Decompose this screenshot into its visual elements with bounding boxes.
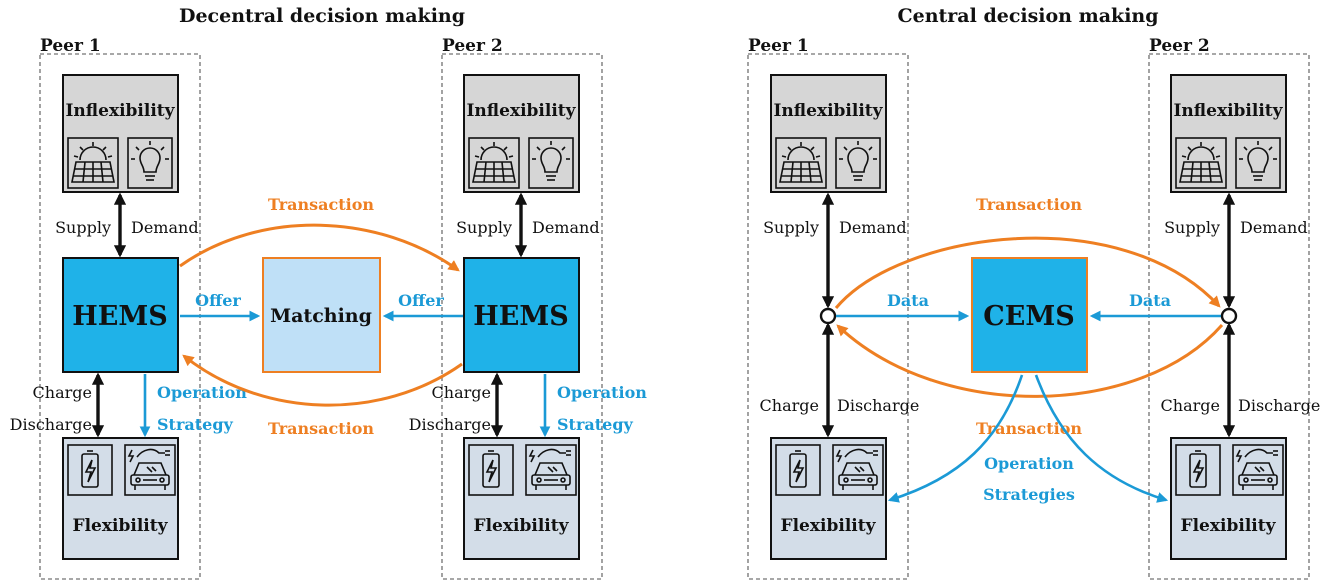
operation-strategy-arrow-peer1 xyxy=(887,374,1024,503)
peer1-flexibility-box xyxy=(62,437,179,560)
peer2-supply-label: Supply xyxy=(1164,218,1220,237)
peer1-label: Peer 1 xyxy=(40,36,101,56)
peer1-hems-label: HEMS xyxy=(72,301,167,332)
peer1-strategy-label: Strategy xyxy=(157,415,234,434)
peer1-demand-label: Demand xyxy=(839,218,907,237)
decentral-title: Decentral decision making xyxy=(179,5,465,27)
transaction-arrow-bottom xyxy=(182,354,463,407)
peer1-node xyxy=(819,307,837,325)
peer2-inflexibility-label: Inflexibility xyxy=(466,101,576,121)
peer1-flexibility-box xyxy=(770,437,887,560)
peer2-inflexibility-box xyxy=(1170,74,1287,193)
matching-label: Matching xyxy=(270,305,372,327)
peer1-inflexibility-box xyxy=(62,74,179,193)
peer1-discharge-label: Discharge xyxy=(837,396,919,415)
peer2-inflexibility-box xyxy=(463,74,580,193)
peer2-operation-label: Operation xyxy=(557,383,647,402)
peer2-hems-box xyxy=(463,257,580,373)
central-title: Central decision making xyxy=(897,5,1158,27)
peer2-flexibility-label: Flexibility xyxy=(474,516,570,536)
peer1-supply-label: Supply xyxy=(763,218,819,237)
transaction-label-bottom: Transaction xyxy=(268,419,374,438)
peer2-label: Peer 2 xyxy=(1149,36,1210,56)
peer2-flexibility-box xyxy=(1170,437,1287,560)
peer2-discharge-label: Discharge xyxy=(1238,396,1320,415)
decentral-panel: Decentral decision making Peer 1 Peer 2 … xyxy=(10,5,647,580)
peer2-data-label: Data xyxy=(1129,291,1171,310)
matching-box xyxy=(262,257,381,373)
transaction-arrow-top xyxy=(179,223,460,272)
cems-box xyxy=(971,257,1088,373)
peer1-charge-label: Charge xyxy=(33,383,92,402)
operation-label: Operation xyxy=(984,454,1074,473)
peer2-charge-label: Charge xyxy=(1161,396,1220,415)
peer1-flexibility-label: Flexibility xyxy=(781,516,877,536)
peer2-flexibility-box xyxy=(463,437,580,560)
peer1-demand-label: Demand xyxy=(131,218,199,237)
peer1-charge-label: Charge xyxy=(760,396,819,415)
peer2-supply-label: Supply xyxy=(456,218,512,237)
peer2-inflexibility-label: Inflexibility xyxy=(1173,101,1283,121)
transaction-label-bottom: Transaction xyxy=(976,419,1082,438)
peer2-hems-label: HEMS xyxy=(473,301,568,332)
peer1-inflexibility-label: Inflexibility xyxy=(65,101,175,121)
peer1-operation-label: Operation xyxy=(157,383,247,402)
transaction-label-top: Transaction xyxy=(976,195,1082,214)
transaction-arrow-bottom xyxy=(836,324,1224,398)
transaction-arrow-top xyxy=(834,236,1221,309)
cems-label: CEMS xyxy=(983,301,1074,332)
peer1-data-label: Data xyxy=(887,291,929,310)
peer2-charge-label: Charge xyxy=(432,383,491,402)
peer2-offer-label: Offer xyxy=(398,291,444,310)
peer2-discharge-label: Discharge xyxy=(409,415,491,434)
peer2-strategy-label: Strategy xyxy=(557,415,634,434)
transaction-label-top: Transaction xyxy=(268,195,374,214)
peer1-inflexibility-box xyxy=(770,74,887,193)
peer1-label: Peer 1 xyxy=(748,36,809,56)
peer1-flexibility-label: Flexibility xyxy=(73,516,169,536)
peer1-discharge-label: Discharge xyxy=(10,415,92,434)
peer2-flexibility-label: Flexibility xyxy=(1181,516,1277,536)
central-panel: Central decision making Peer 1 Peer 2 In… xyxy=(747,5,1320,580)
peer1-inflexibility-label: Inflexibility xyxy=(773,101,883,121)
operation-strategy-arrow-peer2 xyxy=(1034,374,1169,503)
peer2-demand-label: Demand xyxy=(532,218,600,237)
peer1-hems-box xyxy=(62,257,179,373)
peer2-demand-label: Demand xyxy=(1240,218,1308,237)
peer2-node xyxy=(1220,307,1238,325)
peer1-supply-label: Supply xyxy=(55,218,111,237)
peer1-offer-label: Offer xyxy=(195,291,241,310)
peer2-label: Peer 2 xyxy=(442,36,503,56)
strategies-label: Strategies xyxy=(983,485,1075,504)
